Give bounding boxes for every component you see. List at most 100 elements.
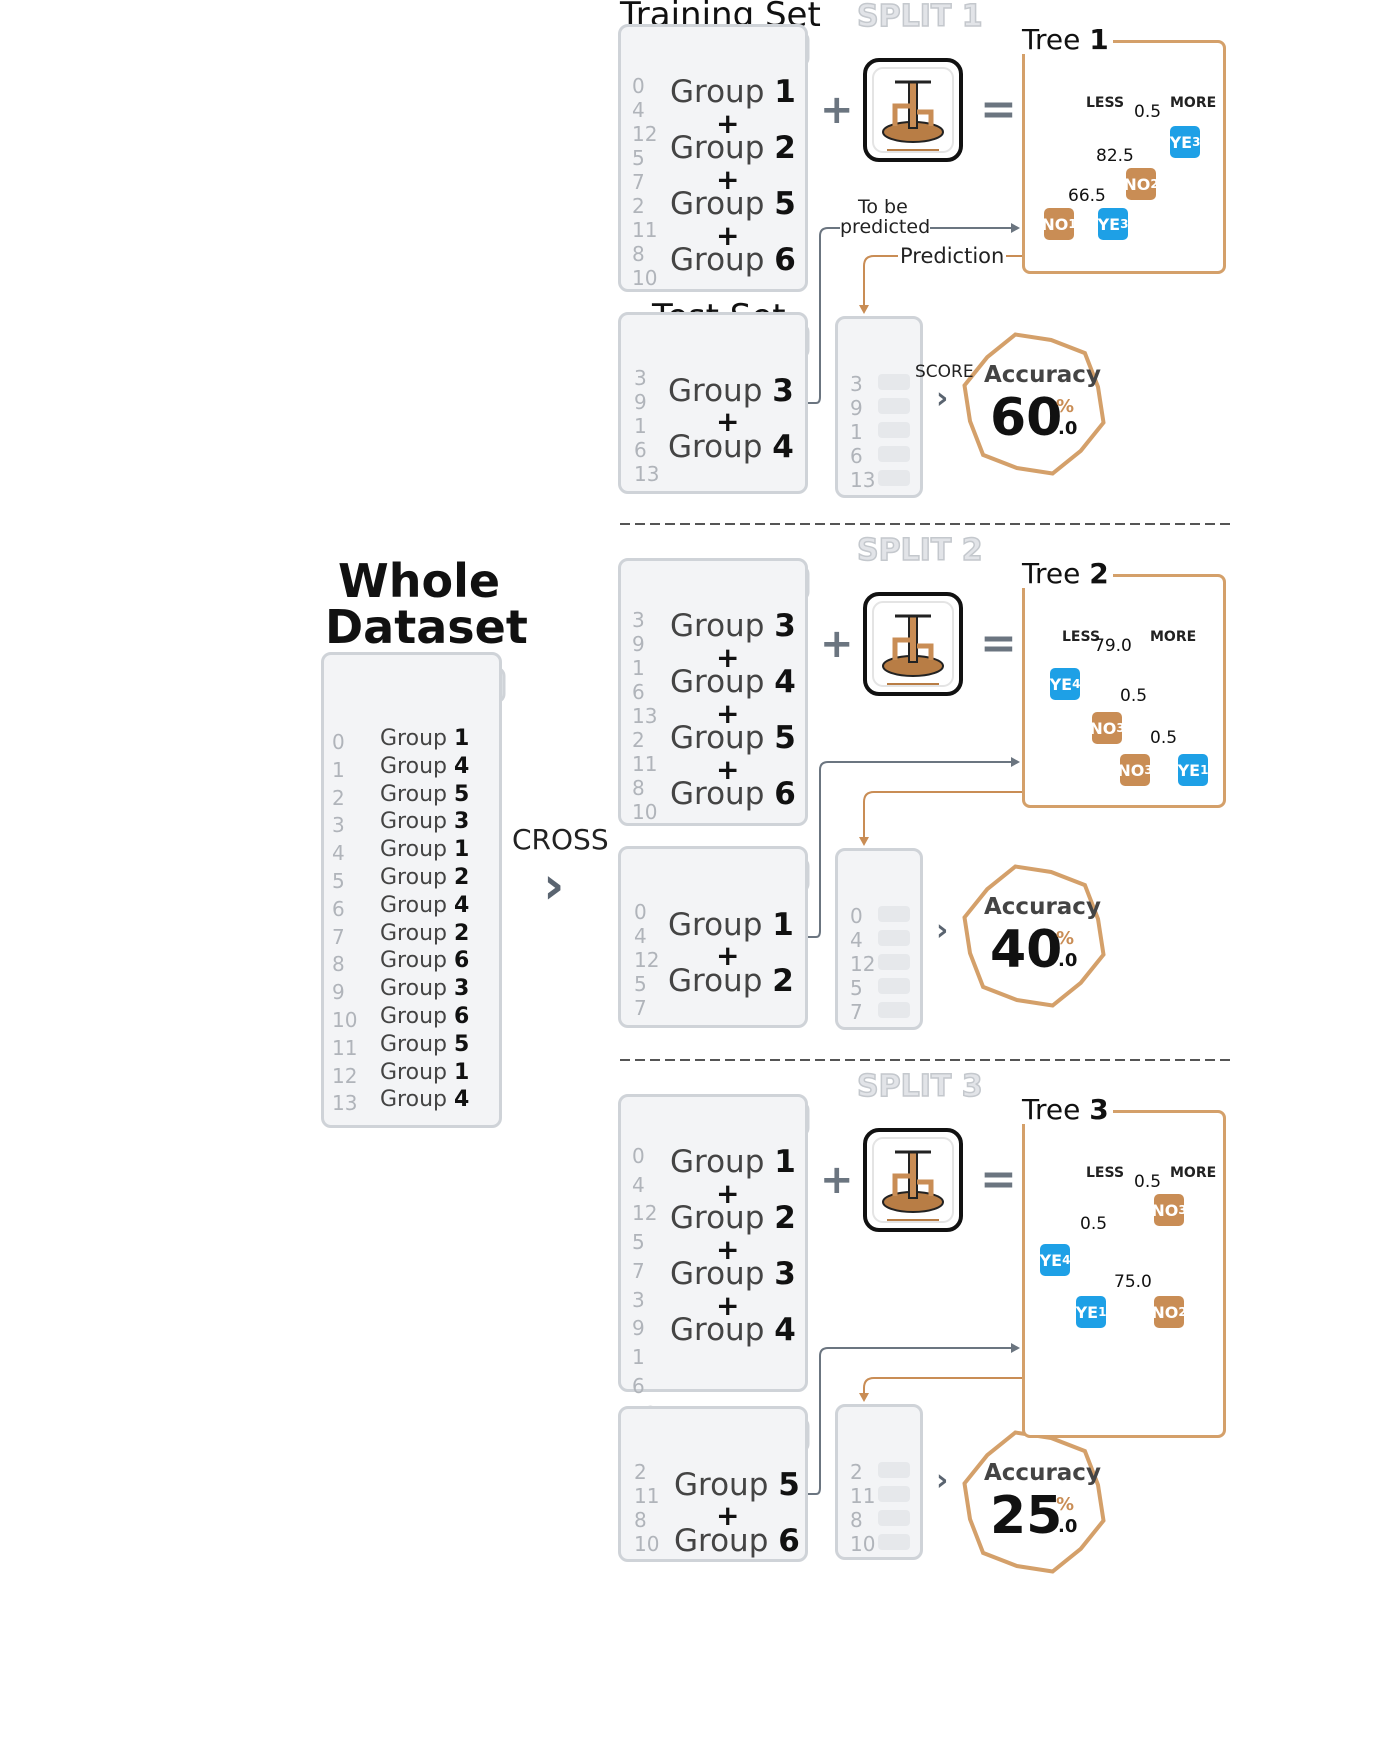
to-be-predicted-arrow — [808, 1347, 1018, 1495]
train-row-index: 9 — [632, 632, 645, 656]
dataset-row-index: 5 — [332, 869, 345, 893]
accuracy-percent-sign: % — [1056, 396, 1075, 417]
dataset-row-index: 3 — [332, 813, 345, 838]
leaf-count: 3 — [1178, 1203, 1187, 1217]
test-plus: + — [716, 1499, 740, 1532]
test-group-row: Group 5 — [674, 1470, 800, 1501]
decision-tree-model-icon — [863, 592, 963, 696]
prediction-row-bar — [878, 1510, 910, 1526]
train-group-row: Group 2 — [670, 1203, 796, 1234]
group-number: 1 — [774, 1144, 796, 1180]
train-plus: + — [716, 641, 740, 674]
split-node-value: 0.5 — [1150, 728, 1178, 748]
dataset-row-group: Group 5 — [380, 783, 469, 806]
dataset-row-index: 9 — [332, 980, 345, 1005]
test-row-index: 6 — [634, 438, 647, 462]
leaf-count: 3 — [1120, 217, 1129, 231]
train-group-row: Group 1 — [670, 1147, 796, 1178]
training-set-card — [618, 1094, 808, 1392]
group-word: Group — [380, 837, 454, 863]
group-word: Group — [668, 373, 773, 409]
plus-sign: + — [820, 1157, 854, 1203]
train-plus: + — [716, 1233, 740, 1266]
train-plus: + — [716, 219, 740, 252]
less-label: LESS — [1086, 1165, 1125, 1181]
dataset-row-group: Group 1 — [380, 1059, 470, 1085]
accuracy-percent-sign: % — [1056, 928, 1075, 949]
prediction-row-bar — [878, 1002, 910, 1018]
tree-word: Tree — [1022, 1093, 1090, 1126]
test-row-index: 12 — [634, 948, 660, 972]
train-group-row: Group 4 — [670, 667, 796, 698]
test-row-index: 10 — [634, 1532, 660, 1556]
train-row-index: 13 — [632, 704, 658, 728]
dataset-row-index: 0 — [332, 730, 345, 754]
to-be-predicted-arrow — [808, 761, 1018, 938]
train-row-index: 10 — [632, 800, 658, 824]
prediction-row-index: 2 — [850, 1460, 863, 1484]
group-number: 1 — [453, 1059, 470, 1085]
leaf-label: YE — [1177, 760, 1201, 780]
score-chevron: › — [936, 1463, 949, 1498]
train-row-index: 11 — [632, 218, 658, 242]
arrow-head — [859, 305, 869, 314]
group-number: 3 — [774, 608, 796, 644]
prediction-row-index: 8 — [850, 1508, 863, 1532]
accuracy-value: 60 — [990, 388, 1063, 448]
accuracy-decimal: .0 — [1058, 950, 1078, 971]
prediction-row-bar — [878, 954, 910, 970]
group-word: Group — [668, 429, 773, 465]
group-word: Group — [380, 948, 454, 974]
prediction-row-bar — [878, 374, 910, 390]
to-be-predicted-label-2: predicted — [840, 216, 931, 238]
group-word: Group — [380, 1031, 454, 1057]
leaf-label: YE — [1169, 132, 1193, 152]
test-row-index: 11 — [634, 1484, 660, 1508]
group-number: 4 — [774, 664, 796, 700]
prediction-row-index: 9 — [850, 396, 863, 420]
group-word: Group — [670, 608, 775, 644]
group-number: 6 — [774, 776, 796, 812]
accuracy-decimal: .0 — [1058, 1516, 1078, 1537]
to-be-predicted-arrow — [808, 227, 1018, 404]
group-word: Group — [670, 1256, 775, 1292]
test-set-card — [618, 1406, 808, 1562]
train-row-index: 4 — [632, 98, 645, 122]
leaf-count: 2 — [1178, 1305, 1187, 1319]
prediction-row-index: 13 — [850, 468, 876, 492]
group-number: 5 — [774, 186, 796, 222]
dataset-row-index: 12 — [332, 1063, 358, 1088]
prediction-label: Prediction — [898, 244, 1007, 268]
dataset-row-group: Group 5 — [380, 1031, 469, 1057]
group-number: 5 — [774, 720, 796, 756]
prediction-row-index: 5 — [850, 976, 863, 1000]
group-number: 6 — [774, 242, 796, 278]
group-word: Group — [674, 1467, 779, 1503]
prediction-row-bar — [878, 398, 910, 414]
group-number: 1 — [453, 837, 470, 863]
accuracy-decimal: .0 — [1058, 418, 1078, 439]
split-node-value: 82.5 — [1096, 146, 1134, 166]
test-row-index: 9 — [634, 390, 647, 414]
group-number: 2 — [774, 130, 796, 166]
group-word: Group — [670, 130, 775, 166]
group-word: Group — [670, 776, 775, 812]
group-word: Group — [670, 1312, 775, 1348]
arrow-head — [1011, 757, 1020, 767]
test-plus: + — [716, 405, 740, 438]
train-row-index: 10 — [632, 266, 658, 290]
dataset-row-group: Group 3 — [380, 811, 469, 833]
group-number: 4 — [453, 753, 470, 779]
leaf-count: 1 — [1200, 763, 1209, 777]
group-number: 4 — [453, 892, 470, 918]
tree-word: Tree — [1022, 23, 1090, 56]
group-word: Group — [380, 865, 454, 890]
test-group-row: Group 6 — [674, 1526, 800, 1557]
train-row-index: 4 — [632, 1172, 645, 1197]
whole-dataset-card — [321, 652, 502, 1128]
leaf-count: 2 — [1150, 177, 1159, 191]
leaf-count: 3 — [1144, 763, 1153, 777]
